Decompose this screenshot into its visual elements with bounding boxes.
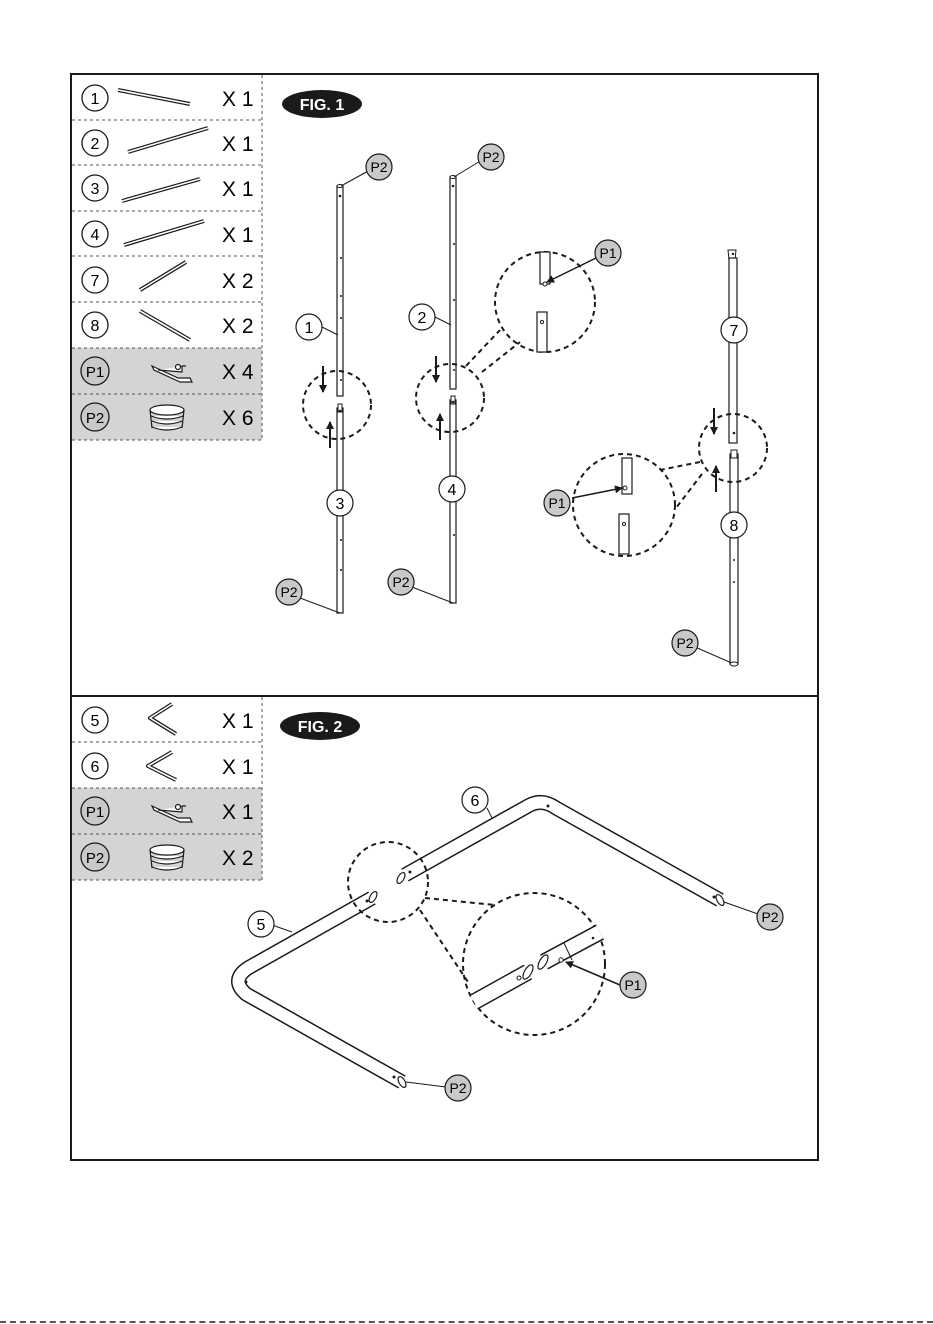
part-id: 7 bbox=[91, 273, 100, 290]
fig1-callouts: P2 P2 P1 1 2 7 3 4 P1 8 P2 bbox=[276, 144, 747, 666]
short-tube-icon bbox=[140, 311, 190, 340]
fig2-callouts: 6 5 P2 P1 P2 bbox=[248, 787, 783, 1101]
part-qty: X 2 bbox=[222, 847, 254, 870]
fig2-title: FIG. 2 bbox=[298, 719, 343, 736]
fig2-label: FIG. 2 bbox=[280, 712, 360, 740]
callout-label: P1 bbox=[599, 245, 616, 261]
zoom-tube-hole bbox=[622, 522, 625, 525]
zoom-tube-5-end bbox=[474, 963, 535, 1002]
zoom-connector bbox=[425, 898, 495, 905]
callout-label: P2 bbox=[676, 635, 693, 651]
fig2-row-6: 6 X 1 bbox=[82, 752, 254, 780]
tube-1 bbox=[337, 186, 343, 396]
zoom-connector bbox=[482, 342, 520, 372]
clip-pointer bbox=[566, 962, 620, 985]
page-bottom-dashed-edge bbox=[0, 1321, 933, 1323]
zoom-connector bbox=[660, 462, 700, 470]
tube-5-insert-end bbox=[367, 890, 378, 903]
page-frame bbox=[71, 74, 818, 1160]
part-qty: X 2 bbox=[222, 315, 254, 338]
part-qty: X 1 bbox=[222, 801, 254, 824]
zoom-tube-lower bbox=[619, 514, 629, 554]
callout-label: P1 bbox=[548, 495, 565, 511]
part-id: 6 bbox=[91, 759, 100, 776]
callout-label: P1 bbox=[624, 977, 641, 993]
callout-label: P2 bbox=[392, 574, 409, 590]
straight-tube-icon bbox=[124, 221, 204, 245]
part-qty: X 2 bbox=[222, 270, 254, 293]
callout-label: 5 bbox=[257, 917, 266, 934]
fig1-parts-table: 1 X 1 2 X 1 3 X 1 bbox=[72, 75, 262, 440]
zoom-tube-6-insert bbox=[536, 932, 600, 971]
part-qty: X 1 bbox=[222, 88, 254, 111]
fig2-parts-table: 5 X 1 6 X 1 P1 X 1 bbox=[72, 697, 262, 880]
part-qty: X 1 bbox=[222, 178, 254, 201]
straight-tube-icon bbox=[122, 179, 200, 201]
zoom-tube-lower bbox=[537, 312, 547, 352]
fig1-row-8: 8 X 2 bbox=[82, 311, 254, 340]
zoom-detail-circle bbox=[463, 893, 605, 1035]
part-id: 8 bbox=[91, 318, 100, 335]
tube-2 bbox=[450, 177, 456, 389]
zoom-clip-hole bbox=[623, 486, 627, 490]
straight-tube-icon bbox=[128, 128, 208, 152]
part-id: 1 bbox=[91, 91, 100, 108]
zoom-tube-upper bbox=[540, 252, 550, 284]
fig2-row-5: 5 X 1 bbox=[82, 704, 254, 734]
callout-label: P2 bbox=[761, 909, 778, 925]
callout-label: P2 bbox=[482, 149, 499, 165]
zoom-connector bbox=[420, 910, 470, 985]
part-qty: X 6 bbox=[222, 407, 254, 430]
callout-label: P2 bbox=[370, 159, 387, 175]
callout-label: P2 bbox=[280, 584, 297, 600]
part-id: P1 bbox=[86, 804, 104, 821]
tube-8-bottom-opening bbox=[730, 662, 738, 666]
fig1-row-7: 7 X 2 bbox=[82, 262, 254, 293]
part-id: P2 bbox=[86, 410, 104, 427]
part-qty: X 1 bbox=[222, 133, 254, 156]
fig1-row-1: 1 X 1 bbox=[82, 85, 254, 111]
straight-tube-icon bbox=[118, 90, 190, 104]
tube-8-insert bbox=[731, 450, 737, 458]
part-qty: X 4 bbox=[222, 361, 254, 384]
frame-assembly-5-6 bbox=[238, 802, 725, 1088]
tube-6-insert-end bbox=[395, 871, 406, 884]
part-id: 3 bbox=[91, 181, 100, 198]
fig1-title: FIG. 1 bbox=[300, 97, 345, 114]
tube-7 bbox=[729, 258, 737, 443]
fig1-row-3: 3 X 1 bbox=[82, 175, 254, 201]
callout-label: 6 bbox=[471, 793, 480, 810]
pole-assembly-2-4 bbox=[416, 176, 596, 604]
callout-label: 8 bbox=[730, 518, 739, 535]
join-detail-circle bbox=[348, 842, 428, 922]
pole-assembly-1-3 bbox=[303, 185, 371, 614]
callout-label: 1 bbox=[305, 320, 314, 337]
part-id: P1 bbox=[86, 364, 104, 381]
callout-label: 3 bbox=[336, 496, 345, 513]
part-qty: X 1 bbox=[222, 224, 254, 247]
part-id: 4 bbox=[91, 227, 100, 244]
zoom-connector bbox=[676, 474, 702, 508]
pole-assembly-7-8 bbox=[572, 250, 767, 664]
part-id: 5 bbox=[91, 713, 100, 730]
fig1-row-2: 2 X 1 bbox=[82, 128, 254, 156]
fig1-row-4: 4 X 1 bbox=[82, 221, 254, 247]
part-qty: X 1 bbox=[222, 756, 254, 779]
bent-tube-icon bbox=[150, 704, 176, 734]
callout-label: 2 bbox=[418, 310, 427, 327]
zoom-clip-hole bbox=[543, 282, 547, 286]
callout-label: 7 bbox=[730, 323, 739, 340]
bent-tube-icon bbox=[148, 752, 176, 780]
clip-pointer bbox=[572, 488, 622, 498]
part-qty: X 1 bbox=[222, 710, 254, 733]
short-tube-icon bbox=[140, 262, 186, 290]
fig1-label: FIG. 1 bbox=[282, 90, 362, 118]
part-id: P2 bbox=[86, 850, 104, 867]
callout-label: P2 bbox=[449, 1080, 466, 1096]
zoom-tube-hole bbox=[540, 320, 543, 323]
callout-label: 4 bbox=[448, 482, 457, 499]
zoom-connector bbox=[466, 330, 500, 366]
part-id: 2 bbox=[91, 136, 100, 153]
